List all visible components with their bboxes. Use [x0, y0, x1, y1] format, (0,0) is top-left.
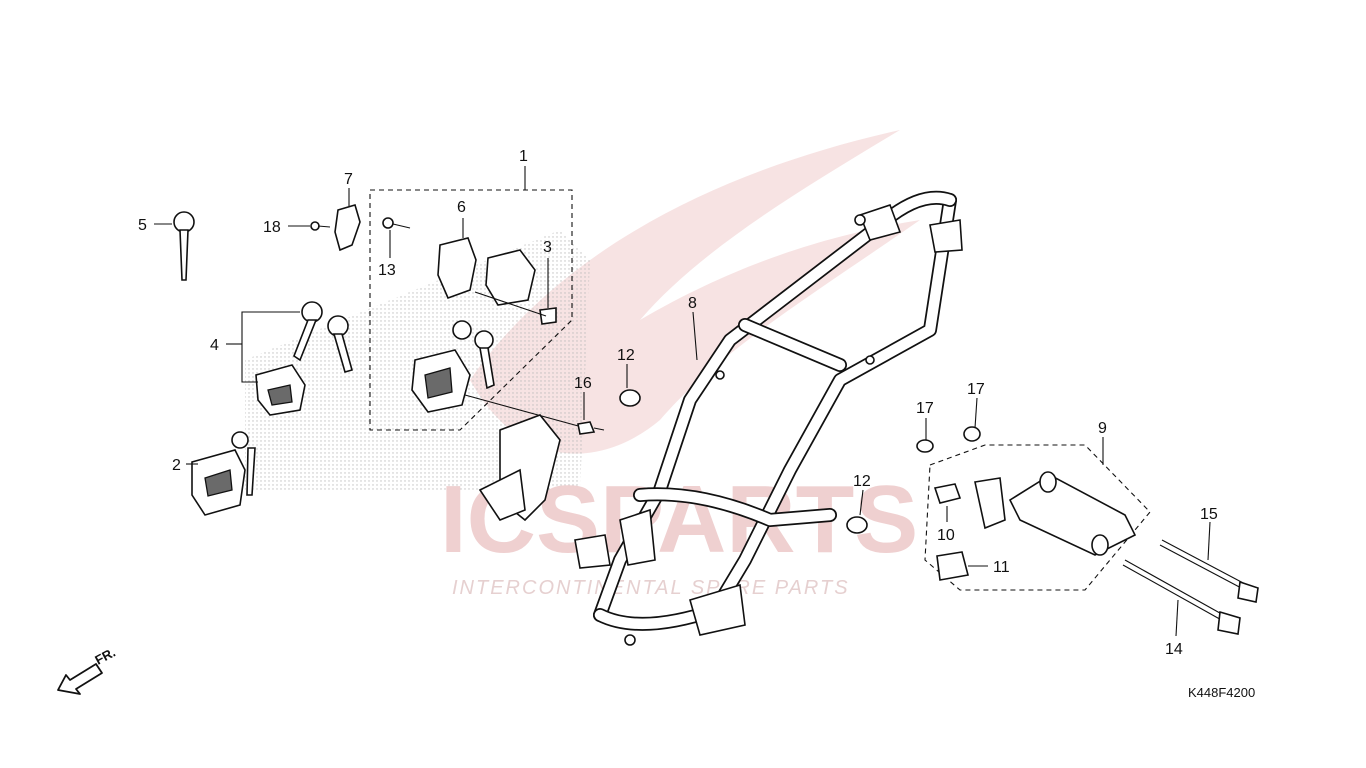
stopper-11 [936, 551, 969, 581]
callout-15: 15 [1200, 506, 1218, 523]
callout-7: 7 [344, 171, 353, 188]
callout-17-right: 17 [967, 381, 985, 398]
grommet-12-top [619, 389, 641, 407]
callouts: 1 7 5 18 6 3 13 4 2 8 12 16 12 9 17 17 1… [138, 148, 1218, 658]
callout-17-left: 17 [916, 400, 934, 417]
callout-9: 9 [1098, 420, 1107, 437]
callout-3: 3 [543, 239, 552, 256]
callout-5: 5 [138, 217, 147, 234]
screw-18 [310, 221, 331, 231]
grommet-12-right [846, 516, 868, 534]
callout-11: 11 [993, 559, 1010, 576]
diagram-code: K448F4200 [1188, 685, 1255, 700]
callout-10: 10 [937, 527, 955, 544]
bushing-17-right [963, 426, 981, 442]
callout-12-top: 12 [617, 347, 635, 364]
stopper-10 [933, 483, 962, 504]
bolt-14 [1122, 559, 1241, 635]
watermark-tagline: INTERCONTINENTAL SPARE PARTS [452, 577, 850, 599]
callout-6: 6 [457, 199, 466, 216]
callout-8: 8 [688, 295, 697, 312]
assembly-9-outline [924, 444, 1151, 591]
callout-4: 4 [210, 337, 219, 354]
assembly-1-parts [382, 217, 583, 428]
callout-13: 13 [378, 262, 396, 279]
bushing-17-left [916, 439, 934, 453]
bracket-7 [334, 204, 361, 252]
key-5 [173, 211, 195, 281]
callout-16: 16 [574, 375, 592, 392]
arrow-down-left-icon [57, 663, 103, 695]
callout-18: 18 [263, 219, 281, 236]
lock-set-2 [191, 431, 256, 516]
callout-1: 1 [519, 148, 528, 165]
callout-14: 14 [1165, 641, 1183, 658]
keys-4 [293, 301, 353, 373]
front-direction-indicator: FR. [57, 645, 118, 695]
frame-body [478, 190, 963, 646]
bolt-16 [577, 421, 605, 435]
leader-lines [154, 166, 1211, 637]
bolt-15 [1159, 539, 1259, 603]
callout-2: 2 [172, 457, 181, 474]
callout-12-right: 12 [853, 473, 871, 490]
hanger-assembly-9 [974, 471, 1137, 556]
lock-set-4 [255, 364, 306, 416]
